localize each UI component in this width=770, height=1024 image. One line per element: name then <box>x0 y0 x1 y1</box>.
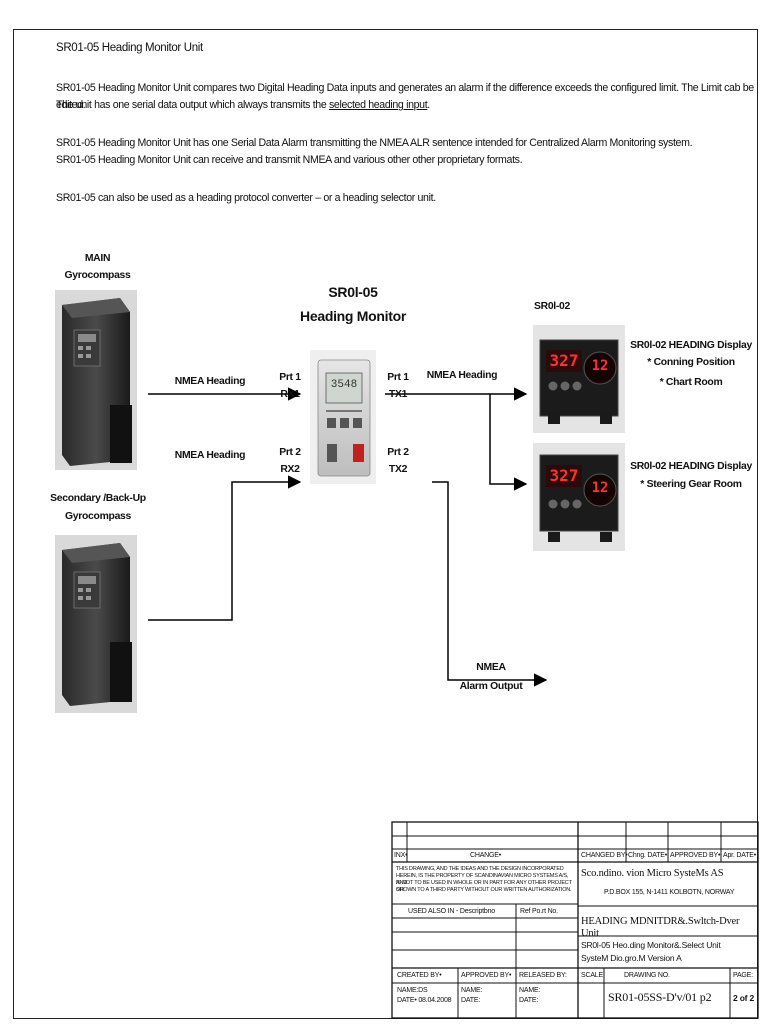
tb-approved-name: NAME: <box>461 987 483 994</box>
tb-col-chng-date: Chng. DATE• <box>628 852 668 859</box>
display-2-title: SR0l-02 HEADING Display <box>630 461 752 472</box>
selected-heading-link: selected heading input <box>328 99 428 111</box>
tb-col-change: CHANGE• <box>470 852 501 859</box>
tb-approved-date: DATE: <box>461 997 481 1004</box>
display-2-heading-digits: 327 <box>549 466 579 485</box>
main-gyro-label-line1: MAIN <box>84 253 111 264</box>
tb-drawing-no-label: DRAWING NO. <box>624 972 670 979</box>
tb-col-apr-date: Apr. DATE• <box>723 852 756 859</box>
tb-copyright-line4: SHOWN TO A THIRD PARTY WITHOUT OUR WRITT… <box>396 887 572 893</box>
tb-created-date: DATE• 08.04.2008 <box>397 997 452 1004</box>
tb-drawing-title: HEADING MDNITDR&.Swltch-Dver Unit <box>581 916 740 939</box>
tb-drawing-subtitle-1: SR0l-05 Heo.ding Monitor&.Select Unit <box>581 940 721 950</box>
tb-approved-by: APPROVED BY• <box>461 972 512 979</box>
page-title: SR01-05 Heading Monitor Unit <box>56 42 203 54</box>
display-1-title: SR0l-02 HEADING Display <box>630 340 752 351</box>
port-2-tx-label-line2: TX2 <box>388 464 408 475</box>
backup-gyro-label-line2: Gyrocompass <box>65 511 131 522</box>
tb-drawing-no: SR01-05SS-D'v/01 p2 <box>608 990 712 1004</box>
tb-created-by: CREATED BY• <box>397 972 442 979</box>
alarm-output-arrow <box>432 481 548 687</box>
input-2-arrow <box>148 475 302 621</box>
intro-para1-prefix: The unit has one serial data output whic… <box>56 99 329 111</box>
tb-scale: SCALE: <box>581 972 605 979</box>
display-2-location-1: * Steering Gear Room <box>640 479 742 490</box>
port-2-rx-label-line1: Prt 2 <box>279 447 301 458</box>
display-unit-title: SR0l-02 <box>533 301 571 312</box>
tb-copyright-line2: HEREIN, IS THE PROPERTY OF SCANDINAVIAN … <box>396 873 569 886</box>
alarm-output-label-line1: NMEA <box>476 662 506 673</box>
main-gyro-label-line2: Gyrocompass <box>64 270 131 281</box>
intro-para2-line2: SR01-05 Heading Monitor Unit can receive… <box>56 154 523 166</box>
alarm-output-label-line2: Alarm Output <box>459 681 523 692</box>
backup-gyro-label-line1: Secondary /Back-Up <box>50 493 146 504</box>
display-unit-2-image <box>533 443 625 551</box>
tb-released-date: DATE: <box>519 997 539 1004</box>
tb-used-also-in: USED ALSO IN - Descriptbno <box>408 908 495 915</box>
tb-released-by: RELEASED BY: <box>519 972 567 979</box>
backup-gyrocompass-image <box>55 535 137 713</box>
tb-drawing-subtitle-2: SysteM Dio.gro.M Version A <box>581 953 682 963</box>
port-1-tx-label-line2: TX1 <box>388 389 408 400</box>
display-unit-1-image <box>533 325 625 433</box>
input-1-label: NMEA Heading <box>174 376 246 387</box>
monitor-display-readout: 3548 <box>330 379 358 391</box>
display-1-dial-digits: 12 <box>591 358 609 374</box>
tb-address: P.D.BOX 155, N-1411 KOLBOTN, NORWAY <box>604 889 735 896</box>
port-2-rx-label-line2: RX2 <box>280 464 300 475</box>
intro-para1-line2: The unit has one serial data output whic… <box>56 97 430 114</box>
tb-col-changed-by: CHANGED BY• <box>581 852 628 859</box>
tb-copyright-line3: IS NOT TO BE USED IN WHOLE OR IN PART FO… <box>396 880 572 893</box>
main-gyrocompass-image <box>55 290 137 470</box>
connector-lines <box>148 387 548 687</box>
port-1-rx-label-line2: RX1 <box>280 389 300 400</box>
intro-para1-line1: SR01-05 Heading Monitor Unit compares tw… <box>56 82 754 111</box>
display-1-location-1: * Conning Position <box>647 357 735 368</box>
tb-company: Sco.ndino. vion Micro SysteMs AS <box>581 868 724 879</box>
tb-col-inx: INX• <box>394 852 408 859</box>
tb-copyright-line1: THIS DRAWING, AND THE IDEAS AND THE DESI… <box>396 866 564 872</box>
tb-page-label: PAGE: <box>733 972 753 979</box>
tb-page: 2 of 2 <box>733 993 755 1003</box>
input-2-label: NMEA Heading <box>174 450 246 461</box>
monitor-title-line2: Heading Monitor <box>300 308 406 324</box>
display-2-dial-digits: 12 <box>591 480 609 496</box>
tb-ref-part-no: Ref Po.rt No. <box>520 908 558 915</box>
tb-col-approved-by: APPROVED BY• <box>670 852 721 859</box>
display-1-heading-digits: 327 <box>549 351 579 370</box>
output-1-label: NMEA Heading <box>426 370 498 381</box>
output-1-branch-arrow <box>489 394 528 491</box>
intro-para3: SR01-05 can also be used as a heading pr… <box>56 192 436 204</box>
tb-created-name: NAME:DS <box>397 987 428 994</box>
heading-monitor-unit-image <box>310 350 376 484</box>
display-1-location-2: * Chart Room <box>659 377 723 388</box>
tb-released-name: NAME: <box>519 987 541 994</box>
intro-para2-line1: SR01-05 Heading Monitor Unit has one Ser… <box>56 137 693 149</box>
drawing-sheet <box>13 29 758 1019</box>
port-1-tx-label-line1: Prt 1 <box>387 372 409 383</box>
monitor-title-line1: SR0l-05 <box>328 284 378 300</box>
intro-para1-suffix: . <box>427 99 430 111</box>
port-2-tx-label-line1: Prt 2 <box>387 447 409 458</box>
port-1-rx-label-line1: Prt 1 <box>279 372 301 383</box>
